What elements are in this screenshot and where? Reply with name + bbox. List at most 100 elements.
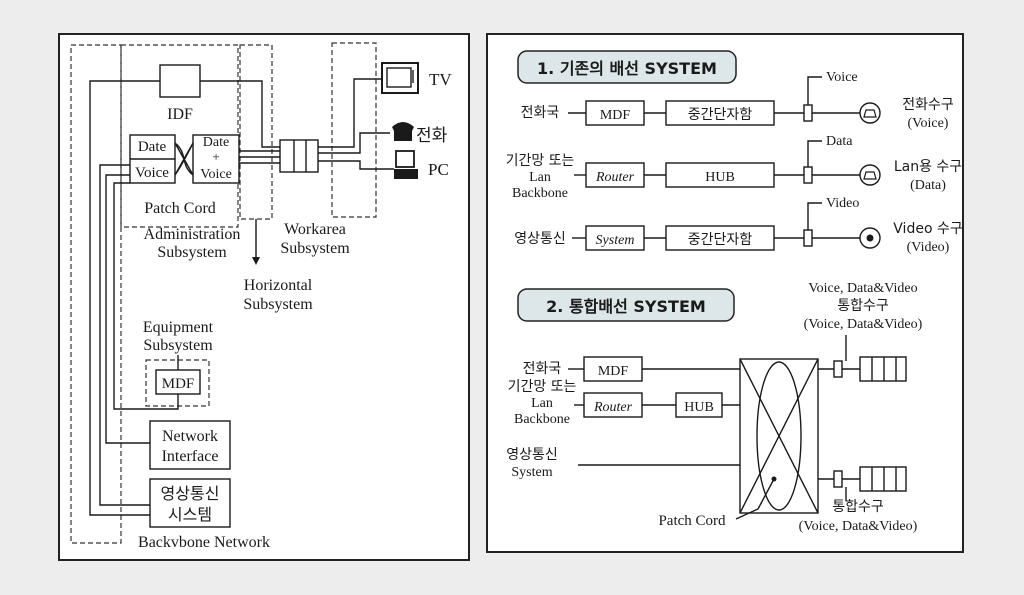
admin-label-1: Administration (144, 226, 241, 243)
r2-row3-source-2: System (511, 465, 552, 480)
horizontal-label-1: Horizontal (244, 277, 313, 294)
r2-row2-box1-label: Router (593, 400, 633, 415)
row1-box1-label: MDF (600, 108, 631, 123)
integrated-jack-bottom (833, 470, 843, 488)
row2-type: Data (826, 134, 853, 149)
video-system-box (149, 478, 231, 528)
network-interface-label-1: Network (162, 428, 218, 445)
video-system-label-1: 영상통신 (161, 484, 220, 503)
r2-row2-box2-label: HUB (684, 400, 714, 415)
row1-outlet-2: (Voice) (908, 116, 949, 131)
section1-title: 1. 기존의 배선 SYSTEM (537, 59, 717, 78)
phone-icon (392, 122, 414, 141)
row2-outlet-1: Lan용 수구 (894, 159, 962, 175)
idf-label: IDF (167, 106, 193, 123)
row1-box2-label: 중간단자함 (688, 107, 753, 123)
backbone-network-label: Backvbone Network (138, 534, 270, 551)
r2-row1-source: 전화국 (523, 361, 562, 377)
r2-row2-source-3: Backbone (514, 412, 570, 427)
workarea-connector-box (279, 139, 319, 173)
wiring-comparison-diagram: 1. 기존의 배선 SYSTEM 전화국 MDF 중간단자함 Voice 전화수… (506, 50, 963, 534)
workarea-label-2: Subsystem (280, 240, 350, 257)
row2-box2 (665, 162, 775, 188)
row3-jack (803, 229, 813, 247)
integrated-bottom-1: 통합수구 (832, 499, 884, 515)
row3-box1-label: System (596, 233, 635, 248)
tv-icon (381, 62, 419, 94)
row3-outlet-1: Video 수구 (893, 221, 963, 237)
row1-box1 (585, 100, 645, 126)
phone-label: 전화 (416, 126, 448, 146)
horizontal-label-2: Subsystem (243, 296, 313, 313)
equipment-label-1: Equipment (143, 319, 214, 336)
patch-right-voice: Voice (200, 167, 232, 182)
integrated-outlet-top-icon (859, 356, 907, 382)
structured-cabling-diagram: IDF Date Voice Date + Voice Patch Cord A… (70, 42, 452, 551)
row2-jack (803, 166, 813, 184)
tv-label: TV (429, 70, 452, 89)
row1-outlet-1: 전화수구 (902, 97, 954, 113)
wiring-comparison-panel: 1. 기존의 배선 SYSTEM 전화국 MDF 중간단자함 Voice 전화수… (486, 33, 964, 553)
workarea-label-1: Workarea (284, 221, 346, 238)
equipment-label-2: Subsystem (143, 337, 213, 354)
r2-row1-box1-label: MDF (598, 364, 629, 379)
row3-box1 (585, 225, 645, 251)
workarea-subsystem-outline (331, 42, 377, 218)
patch-right-date: Date (203, 135, 229, 150)
mdf-box (155, 369, 201, 395)
row1-box2 (665, 100, 775, 126)
horizontal-subsystem-outline (239, 44, 273, 220)
pc-label: PC (428, 160, 449, 179)
row2-source-1: 기간망 또는 (506, 153, 575, 169)
row2-outlet-icon (859, 164, 881, 186)
integrated-outlet-bottom-icon (859, 466, 907, 492)
integrated-top-2: 통합수구 (837, 298, 889, 314)
patch-cord-label: Patch Cord (144, 200, 216, 217)
integrated-top-1: Voice, Data&Video (808, 281, 917, 296)
integrated-jack-top (833, 360, 843, 378)
row3-type: Video (826, 196, 859, 211)
row2-outlet-2: (Data) (910, 178, 946, 193)
patch-left-date: Date (138, 139, 167, 155)
r2-row3-source-1: 영상통신 (506, 447, 558, 463)
cross-connect-ellipse (756, 361, 802, 511)
row1-jack (803, 104, 813, 122)
row3-outlet-2: (Video) (907, 240, 950, 255)
patch-right-plus: + (212, 149, 219, 164)
row2-source-3: Backbone (512, 186, 568, 201)
section1-tag (517, 50, 737, 84)
network-interface-box (149, 420, 231, 470)
mdf-to-patch-wire (113, 182, 179, 410)
integrated-top-3: (Voice, Data&Video) (804, 317, 923, 332)
admin-label-2: Subsystem (157, 244, 227, 261)
video-system-label-2: 시스템 (168, 505, 212, 524)
integrated-bottom-2: (Voice, Data&Video) (799, 519, 918, 534)
backbone-wire-idf (89, 80, 160, 516)
network-interface-label-2: Interface (162, 448, 219, 465)
idf-box (159, 64, 201, 98)
patch-block-right (192, 134, 240, 184)
patch-cord-cross (174, 142, 194, 176)
backbone-network-outline (70, 44, 122, 544)
horizontal-arrow-head (252, 257, 260, 265)
row3-box2-label: 중간단자함 (688, 232, 753, 248)
r2-row2-source-1: 기간망 또는 (508, 379, 577, 395)
mdf-label: MDF (162, 376, 195, 392)
row1-type: Voice (826, 70, 858, 85)
backbone-wire-network (105, 174, 150, 444)
patch-cord-label-right: Patch Cord (658, 513, 726, 529)
row2-box2-label: HUB (705, 170, 735, 185)
patch-left-voice: Voice (135, 165, 169, 181)
r2-row2-source-2: Lan (531, 396, 553, 411)
pc-icon (394, 150, 418, 179)
idf-to-connector-wire (200, 80, 280, 148)
row1-outlet-icon (859, 102, 881, 124)
section2-title: 2. 통합배선 SYSTEM (546, 297, 706, 316)
row3-source: 영상통신 (514, 231, 566, 247)
backbone-wire-video (99, 164, 150, 506)
row2-source-2: Lan (529, 170, 551, 185)
structured-cabling-diagram-panel: IDF Date Voice Date + Voice Patch Cord A… (58, 33, 470, 561)
row2-box1-label: Router (595, 170, 635, 185)
row1-source: 전화국 (521, 105, 560, 121)
section2-tag (517, 288, 735, 322)
